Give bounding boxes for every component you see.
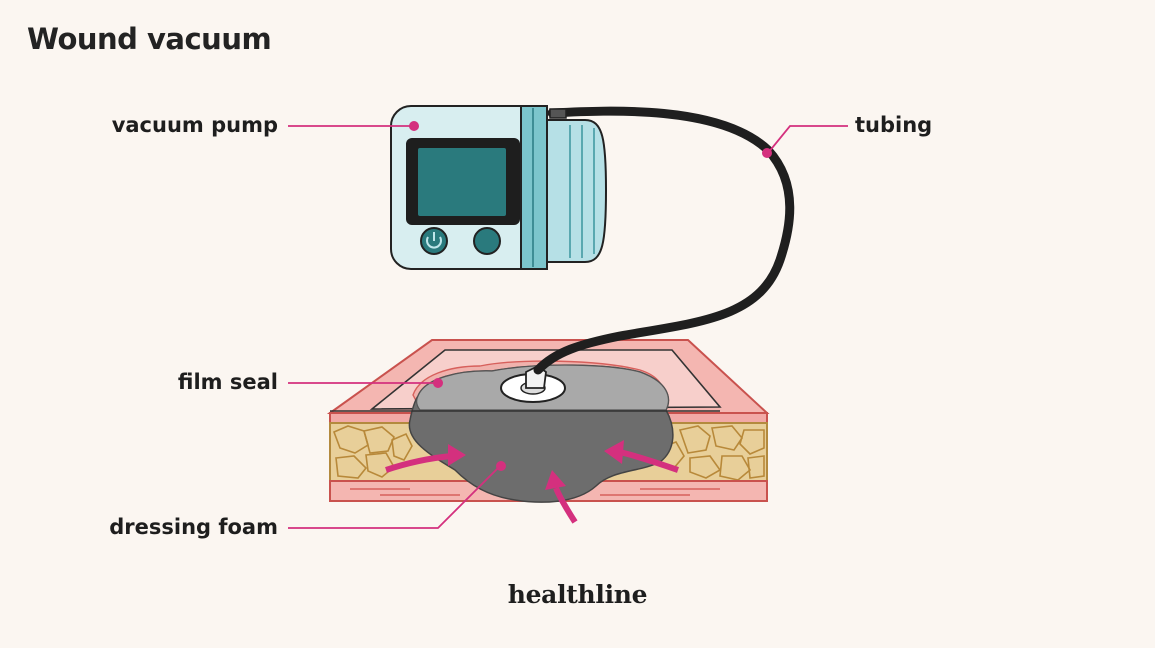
- leader-lines: [288, 125, 848, 529]
- brand-logo: healthline: [507, 580, 648, 609]
- round-button: [473, 227, 501, 255]
- label-film-seal: film seal: [177, 370, 278, 394]
- page-title: Wound vacuum: [27, 22, 272, 56]
- tubing-line: [533, 106, 795, 375]
- label-dressing-foam: dressing foam: [109, 515, 278, 539]
- leader-dots: [409, 121, 772, 471]
- label-tubing: tubing: [855, 113, 933, 137]
- label-vacuum-pump: vacuum pump: [111, 113, 278, 137]
- suction-arrows: [385, 440, 679, 524]
- power-icon: [420, 227, 448, 255]
